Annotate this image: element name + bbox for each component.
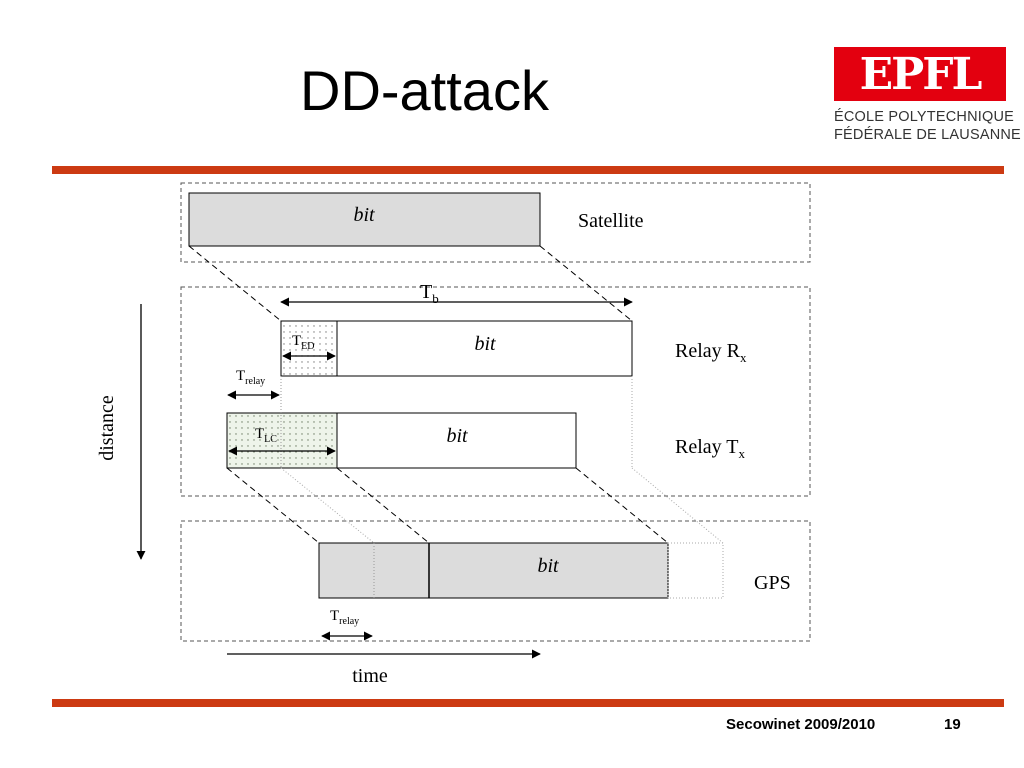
gps-row-label: GPS bbox=[754, 572, 791, 594]
projection-line-faint bbox=[280, 467, 375, 544]
relay-rx-bit-box bbox=[280, 320, 633, 377]
ted-label: TED bbox=[292, 333, 315, 352]
satellite-row-label: Satellite bbox=[578, 210, 644, 232]
trelay-top-label: Trelay bbox=[236, 368, 265, 387]
tlc-label: TLC bbox=[255, 426, 277, 445]
projection-line bbox=[336, 467, 430, 544]
projection-line bbox=[575, 467, 669, 544]
relay-tx-bit-label: bit bbox=[446, 425, 468, 447]
top-accent-bar bbox=[52, 166, 1004, 174]
bottom-accent-bar bbox=[52, 699, 1004, 707]
slide-title: DD-attack bbox=[300, 59, 549, 122]
satellite-group-frame bbox=[180, 182, 811, 263]
footer-course-label: Secowinet 2009/2010 bbox=[726, 716, 876, 733]
epfl-logo-line2: FÉDÉRALE DE LAUSANNE bbox=[834, 127, 1021, 143]
relay-tx-bit-box bbox=[226, 412, 577, 469]
gps-bit-box bbox=[318, 542, 669, 599]
epfl-logo-red-band bbox=[834, 47, 1006, 101]
tb-label: Tb bbox=[420, 281, 439, 306]
satellite-bit-box bbox=[188, 192, 541, 247]
epfl-logo: EPFL ÉCOLE POLYTECHNIQUE FÉDÉRALE DE LAU… bbox=[834, 47, 1021, 177]
relay-rx-ted-region bbox=[281, 321, 337, 376]
projection-line-faint bbox=[631, 467, 724, 544]
trelay-bottom-label: Trelay bbox=[330, 608, 359, 627]
epfl-logo-line1: ÉCOLE POLYTECHNIQUE bbox=[834, 109, 1014, 125]
projection-line bbox=[188, 245, 282, 322]
relay-group-frame bbox=[180, 286, 811, 497]
relay-rx-bit-label: bit bbox=[474, 333, 496, 355]
projection-line bbox=[226, 467, 320, 544]
distance-axis-label: distance bbox=[96, 395, 118, 461]
footer-page-number: 19 bbox=[944, 716, 961, 733]
relay-tx-row-label: Relay Tx bbox=[675, 436, 746, 461]
relay-rx-row-label: Relay Rx bbox=[675, 340, 747, 365]
time-axis-label: time bbox=[352, 665, 388, 687]
gps-group-frame bbox=[180, 520, 811, 642]
gps-shifted-bit-outline bbox=[667, 542, 724, 599]
gps-bit-label: bit bbox=[537, 555, 559, 577]
epfl-logo-mark: EPFL bbox=[859, 48, 983, 100]
satellite-bit-label: bit bbox=[353, 204, 375, 226]
projection-line bbox=[539, 245, 633, 322]
relay-tx-tlc-region bbox=[227, 413, 337, 468]
